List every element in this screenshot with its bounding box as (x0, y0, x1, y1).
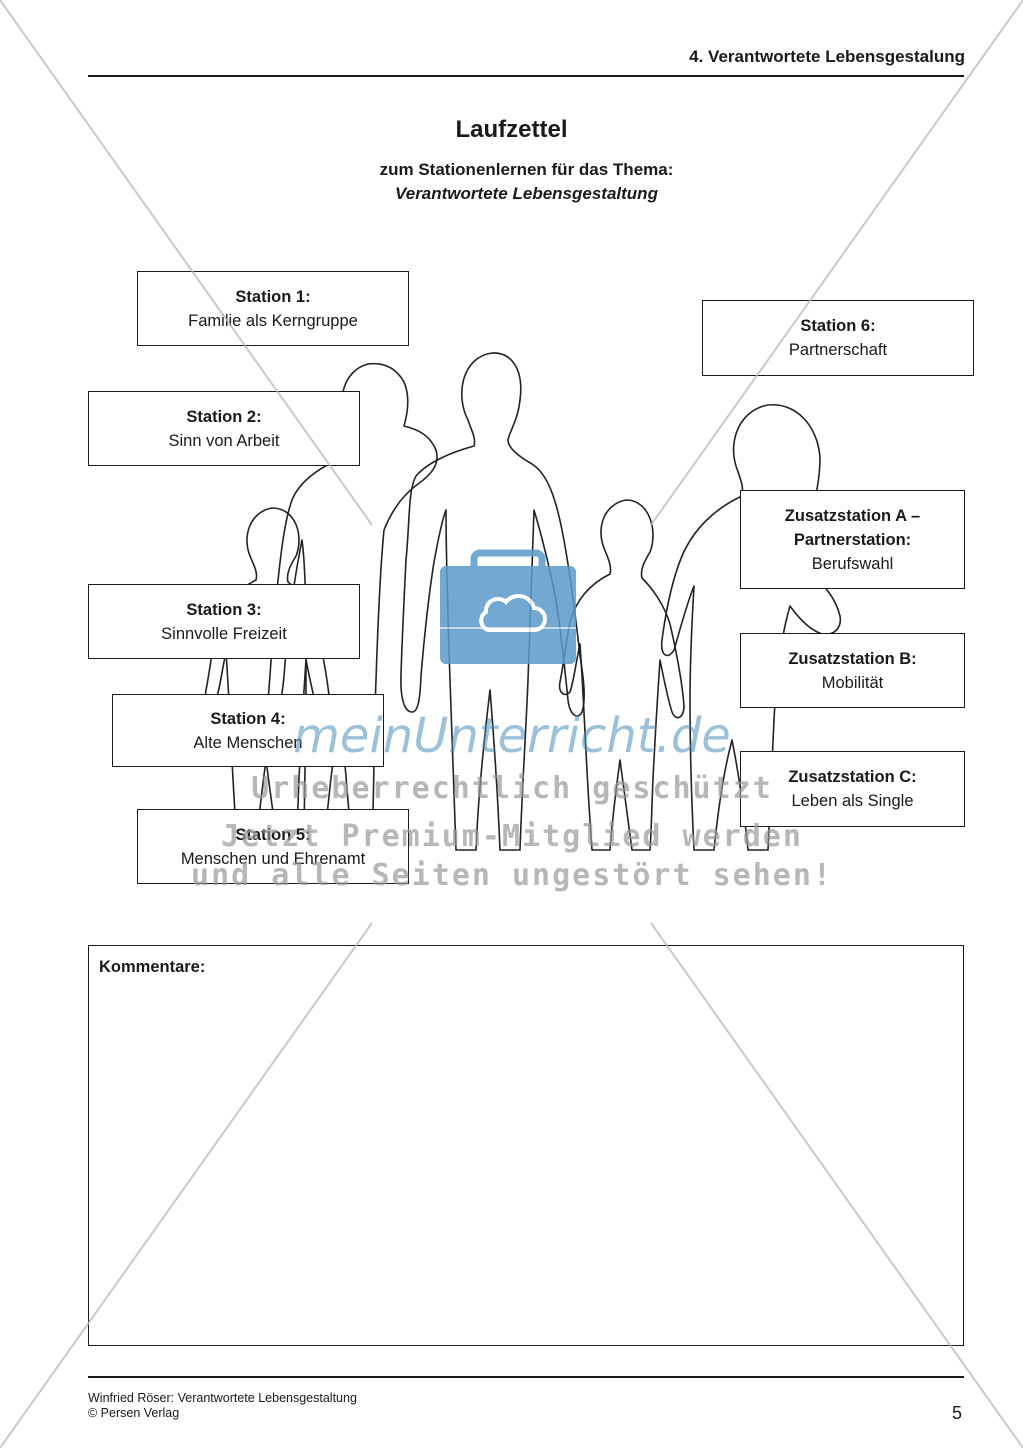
page-topic: Verantwortete Lebensgestaltung (395, 184, 658, 203)
station-2-box: Station 2: Sinn von Arbeit (88, 391, 360, 466)
figure-man-left (266, 362, 438, 851)
zusatzstation-c-text: Leben als Single (791, 792, 914, 810)
station-4-box: Station 4: Alte Menschen (112, 694, 384, 767)
zusatzstation-b-title: Zusatzstation B: (788, 649, 917, 668)
station-5-text: Menschen und Ehrenamt (180, 849, 366, 868)
station-4-title: Station 4: (210, 709, 286, 728)
header-rule (88, 75, 964, 77)
station-3-title: Station 3: (186, 600, 262, 619)
figure-man-center (400, 352, 585, 851)
zusatzstation-a-title: Zusatzstation A – (784, 506, 921, 525)
station-5-title: Station 5: (235, 825, 311, 844)
footer-author: Winfried Röser: Verantwortete Lebensgest… (88, 1391, 357, 1405)
station-3-text: Sinnvolle Freizeit (161, 624, 287, 643)
zusatzstation-c-title: Zusatzstation C: (788, 768, 917, 786)
station-6-title: Station 6: (800, 317, 876, 335)
station-1-text: Familie als Kerngruppe (188, 311, 358, 330)
station-3-box: Station 3: Sinnvolle Freizeit (88, 584, 360, 659)
zusatzstation-a-box: Zusatzstation A – Partnerstation: Berufs… (740, 490, 965, 589)
station-2-text: Sinn von Arbeit (168, 431, 280, 450)
station-1-title: Station 1: (235, 287, 311, 306)
page-subtitle: zum Stationenlernen für das Thema: (379, 160, 674, 179)
station-4-text: Alte Menschen (193, 733, 303, 752)
footer-credits: Winfried Röser: Verantwortete Lebensgest… (88, 1391, 357, 1421)
comments-box: Kommentare: (88, 945, 964, 1346)
station-6-text: Partnerschaft (788, 341, 888, 359)
page-title: Laufzettel (455, 116, 568, 143)
zusatzstation-c-box: Zusatzstation C: Leben als Single (740, 751, 965, 827)
figure-child-right (558, 499, 685, 851)
station-2-title: Station 2: (186, 407, 262, 426)
comments-label: Kommentare: (99, 958, 206, 976)
station-6-box: Station 6: Partnerschaft (702, 300, 974, 376)
page-number: 5 (952, 1403, 963, 1423)
zusatzstation-b-text: Mobilität (821, 673, 884, 692)
station-1-box: Station 1: Familie als Kerngruppe (137, 271, 409, 346)
station-5-box: Station 5: Menschen und Ehrenamt (137, 809, 409, 884)
footer-publisher: © Persen Verlag (88, 1406, 180, 1420)
zusatzstation-a-subtitle: Partnerstation: (793, 530, 912, 549)
figure-child-left (204, 507, 331, 851)
zusatzstation-b-box: Zusatzstation B: Mobilität (740, 633, 965, 708)
footer-rule (88, 1376, 964, 1378)
zusatzstation-a-text: Berufswahl (811, 554, 894, 573)
